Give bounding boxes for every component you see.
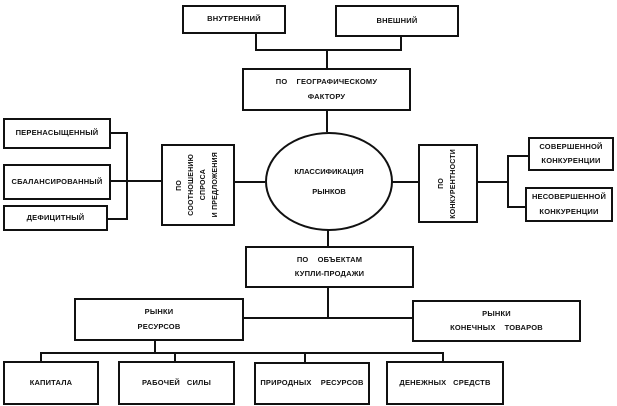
connector-internal-external (255, 33, 402, 51)
center-line2: РЫНКОВ (312, 186, 346, 196)
connector-bottom-bus (40, 352, 444, 361)
final-line1: РЫНКИ (482, 308, 511, 318)
box-perfect-competition: СОВЕРШЕННОЙ КОНКУРЕНЦИИ (528, 137, 614, 171)
box-external: ВНЕШНИЙ (335, 5, 459, 37)
labor-label: РАБОЧЕЙ СИЛЫ (141, 377, 212, 387)
perfect-line2: КОНКУРЕНЦИИ (541, 156, 601, 165)
box-by-geography: ПО ГЕОГРАФИЧЕСКОМУ ФАКТОРУ (242, 68, 411, 111)
box-money: ДЕНЕЖНЫХ СРЕДСТВ (386, 361, 504, 405)
perfect-line1: СОВЕРШЕННОЙ (539, 141, 603, 151)
box-balanced: СБАЛАНСИРОВАННЫЙ (3, 164, 111, 200)
connector-left-bus (107, 132, 128, 220)
box-oversaturated: ПЕРЕНАСЫЩЕННЫЙ (3, 118, 111, 149)
resources-line2: РЕСУРСОВ (137, 321, 181, 331)
box-internal: ВНУТРЕННИЙ (182, 5, 286, 34)
comp-line2: КОНКУРЕНТНОСТИ (450, 148, 457, 219)
imperfect-line1: НЕСОВЕРШЕННОЙ (531, 192, 607, 202)
box-internal-label: ВНУТРЕННИЙ (207, 14, 261, 24)
center-line1: КЛАССИФИКАЦИЯ (294, 167, 364, 176)
box-natural-resources: ПРИРОДНЫХ РЕСУРСОВ (254, 362, 370, 405)
box-by-competition: ПО КОНКУРЕНТНОСТИ (418, 144, 478, 223)
box-by-geography-line1: ПО ГЕОГРАФИЧЕСКОМУ (275, 77, 378, 87)
sd-line2: СООТНОШЕНИЮ (188, 154, 196, 216)
box-capital: КАПИТАЛА (3, 361, 99, 405)
box-external-label: ВНЕШНИЙ (376, 15, 418, 25)
sd-line4: И ПРЕДЛОЖЕНИЯ (211, 152, 219, 218)
connector-right-bus (507, 155, 528, 208)
box-resource-markets: РЫНКИ РЕСУРСОВ (74, 298, 244, 341)
center-ellipse: КЛАССИФИКАЦИЯ РЫНКОВ (265, 132, 393, 231)
box-labor: РАБОЧЕЙ СИЛЫ (118, 361, 235, 405)
imperfect-line2: КОНКУРЕНЦИИ (539, 206, 599, 216)
capital-label: КАПИТАЛА (29, 377, 73, 387)
final-line2: КОНЕЧНЫХ ТОВАРОВ (450, 323, 543, 332)
box-by-objects: ПО ОБЪЕКТАМ КУПЛИ-ПРОДАЖИ (245, 246, 414, 288)
money-label: ДЕНЕЖНЫХ СРЕДСТВ (399, 377, 491, 387)
natural-label: ПРИРОДНЫХ РЕСУРСОВ (260, 378, 364, 388)
sd-line1: ПО (176, 179, 184, 191)
box-imperfect-competition: НЕСОВЕРШЕННОЙ КОНКУРЕНЦИИ (525, 187, 613, 222)
sd-line3: СПРОСА (200, 169, 207, 201)
objects-line2: КУПЛИ-ПРОДАЖИ (294, 269, 365, 278)
box-balanced-label: СБАЛАНСИРОВАННЫЙ (11, 176, 103, 186)
box-oversaturated-label: ПЕРЕНАСЫЩЕННЫЙ (15, 128, 99, 138)
box-deficit-label: ДЕФИЦИТНЫЙ (26, 212, 85, 222)
comp-line1: ПО (438, 178, 446, 189)
resources-line1: РЫНКИ (144, 307, 174, 317)
box-by-supply-demand: ПО СООТНОШЕНИЮ СПРОСА И ПРЕДЛОЖЕНИЯ (161, 144, 235, 226)
objects-line1: ПО ОБЪЕКТАМ (296, 254, 363, 264)
box-by-geography-line2: ФАКТОРУ (307, 91, 346, 101)
box-deficit: ДЕФИЦИТНЫЙ (3, 205, 108, 231)
box-final-goods-markets: РЫНКИ КОНЕЧНЫХ ТОВАРОВ (412, 300, 581, 342)
